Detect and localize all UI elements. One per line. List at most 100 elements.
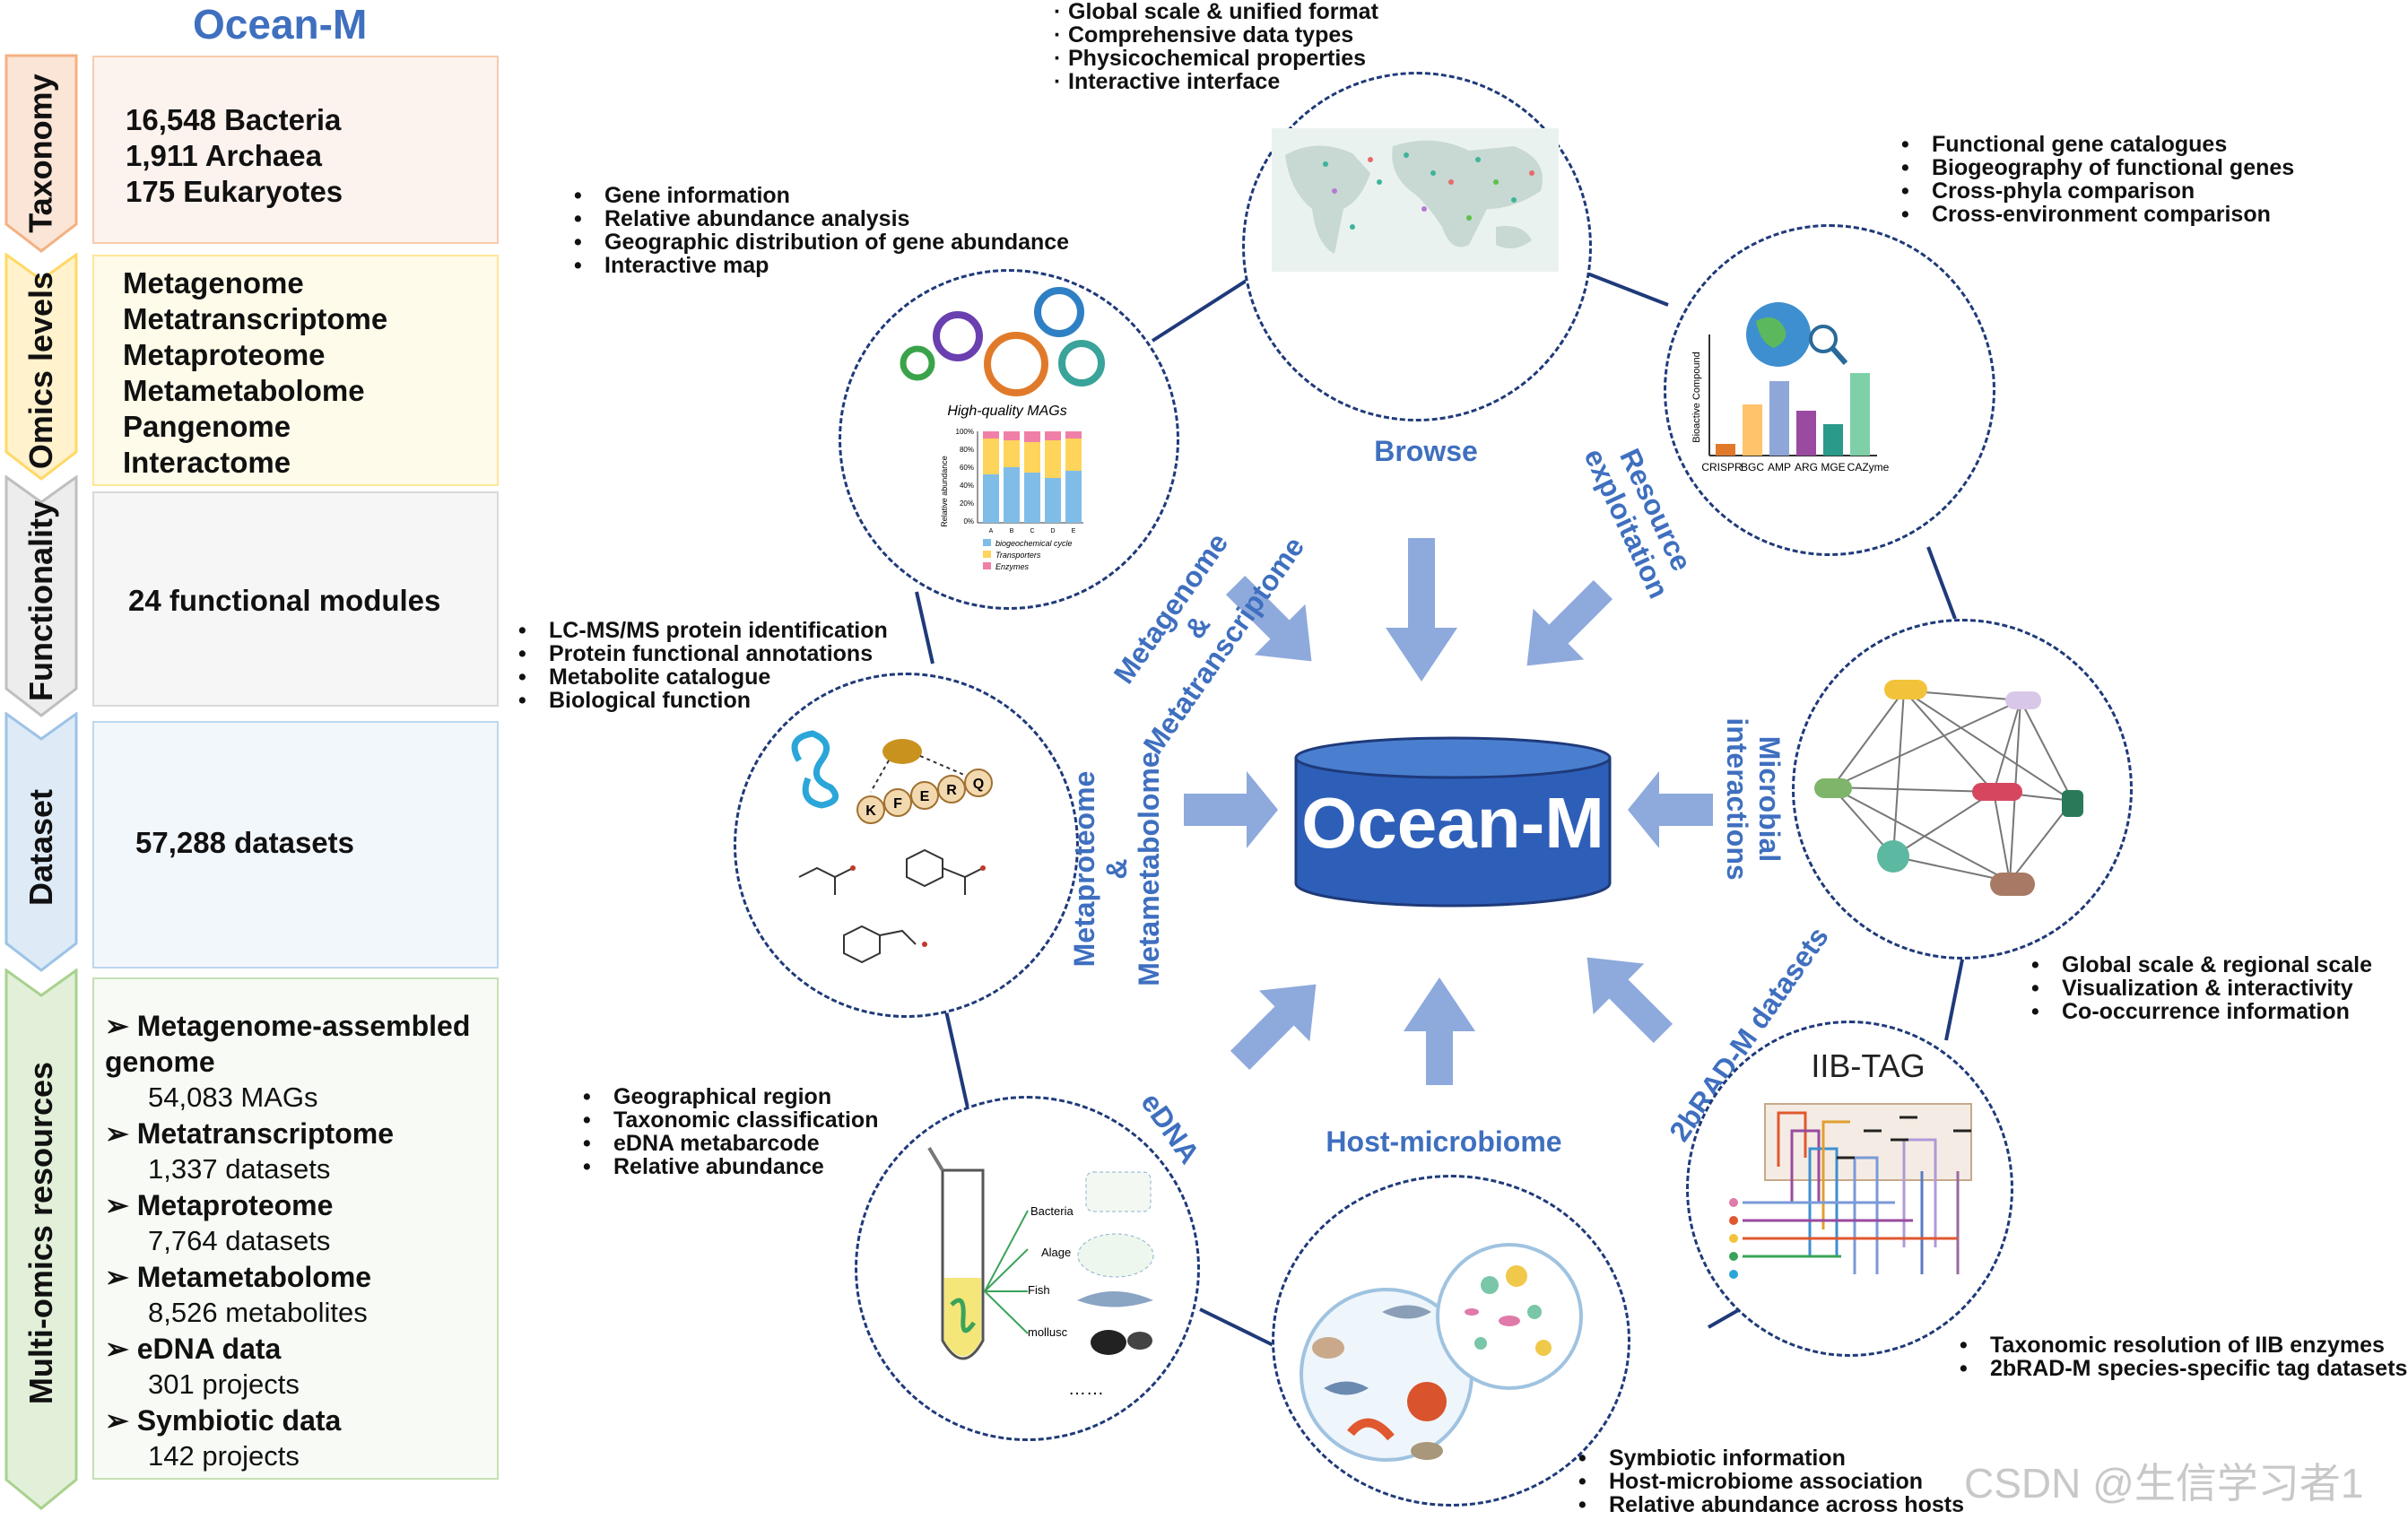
host-label: Host-microbiome <box>1326 1125 1562 1158</box>
watermark: CSDN @生信学习者1 <box>1964 1460 2364 1507</box>
microbial-circle <box>1792 619 2133 960</box>
svg-text:Fish: Fish <box>1028 1283 1050 1297</box>
svg-text:BGC: BGC <box>1741 461 1764 473</box>
world-map-icon <box>1272 128 1559 272</box>
omics-line: Interactome <box>123 446 291 479</box>
resource-bullets: Functional gene catalogues Biogeography … <box>1901 133 2294 226</box>
bar-crispr <box>1716 444 1735 456</box>
protein-metabolite-icon: K F E R Q <box>791 730 993 964</box>
iib-title: IIB-TAG <box>1811 1047 1925 1084</box>
ocean-database-icon <box>1294 736 1612 908</box>
iib-tag-chart: IIB-TAG <box>1729 1047 1972 1279</box>
edna-circle: Bacteria Alage Fish mollusc …… <box>855 1096 1200 1441</box>
dataset-line: 57,288 datasets <box>135 826 355 859</box>
multiomics-item: ➢ eDNA data <box>105 1333 282 1365</box>
browse-bullets: Global scale & unified format Comprehens… <box>1054 0 1378 93</box>
multiomics-item: ➢ Metatranscriptome <box>105 1117 394 1150</box>
svg-text:20%: 20% <box>960 499 974 508</box>
functionality-chevron <box>4 475 78 717</box>
svg-text:Alage: Alage <box>1041 1246 1071 1259</box>
browse-circle <box>1242 72 1592 421</box>
resource-circle: Bioactive Compound CRISPR BGC AMP ARG MG… <box>1664 224 1995 556</box>
svg-text:Q: Q <box>973 777 984 792</box>
arrow-metagenome <box>1225 575 1312 662</box>
omics-line: Metagenome <box>123 266 304 300</box>
mags-bars <box>983 431 1082 523</box>
edna-bullets: Geographical region Taxonomic classifica… <box>583 1085 878 1178</box>
omics-line: Metatranscriptome <box>123 302 388 335</box>
twobrad-bullets: Taxonomic resolution of IIB enzymes 2bRA… <box>1960 1333 2407 1380</box>
multiomics-item: ➢ Metametabolome <box>105 1261 372 1293</box>
bar-cazyme <box>1850 373 1870 456</box>
proteome-circle: K F E R Q <box>734 673 1079 1018</box>
svg-text:A: A <box>989 528 994 534</box>
microbial-label: Microbial interactions <box>1721 717 1786 881</box>
svg-text:K: K <box>865 803 876 819</box>
multiomics-value: 1,337 datasets <box>148 1153 331 1185</box>
network-icon <box>1814 680 2083 896</box>
bar-mge <box>1823 424 1843 456</box>
edna-tube-icon: Bacteria Alage Fish mollusc …… <box>927 1146 1154 1399</box>
host-circle <box>1272 1175 1630 1507</box>
multiomics-item: ➢ Metaproteome <box>105 1189 334 1221</box>
svg-text:CRISPR: CRISPR <box>1701 461 1743 473</box>
proteome-label: Metaproteome & Metametabolome <box>1068 751 1165 986</box>
proteome-bullets: LC-MS/MS protein identification Protein … <box>518 619 888 712</box>
arrow-proteome <box>1184 771 1278 848</box>
arrow-host <box>1404 977 1475 1085</box>
svg-text:B: B <box>1010 528 1014 534</box>
svg-text:80%: 80% <box>960 446 974 454</box>
taxonomy-chevron <box>4 54 78 253</box>
multiomics-item: ➢ Metagenome-assembled genome <box>105 1010 471 1078</box>
svg-text:60%: 60% <box>960 464 974 472</box>
multiomics-list: ➢ Metagenome-assembled genome 54,083 MAG… <box>105 1008 500 1474</box>
multiomics-item: ➢ Symbiotic data <box>105 1404 342 1437</box>
multiomics-chevron <box>4 968 78 1511</box>
svg-text:R: R <box>946 783 957 798</box>
omics-line: Metametabolome <box>123 374 365 407</box>
functionality-line: 24 functional modules <box>128 584 441 617</box>
mags-yticks: 100% 80% 60% 40% 20% 0% <box>956 428 974 525</box>
arrow-edna <box>1230 984 1317 1071</box>
omics-line: Pangenome <box>123 410 291 443</box>
peptide-chain: K F E R Q <box>856 769 993 824</box>
svg-text:ARG: ARG <box>1795 461 1818 473</box>
multiomics-value: 301 projects <box>148 1368 300 1400</box>
multiomics-box: ➢ Metagenome-assembled genome 54,083 MAG… <box>92 977 499 1480</box>
svg-text:CAZyme: CAZyme <box>1847 461 1890 473</box>
omics-box: Metagenome Metatranscriptome Metaproteom… <box>92 255 499 486</box>
taxonomy-box: 16,548 Bacteria 1,911 Archaea 175 Eukary… <box>92 56 499 244</box>
edna-taxa: Bacteria Alage Fish mollusc …… <box>1028 1204 1104 1399</box>
svg-text:Enzymes: Enzymes <box>995 562 1030 571</box>
bioactive-xticks: CRISPR BGC AMP ARG MGE CAZyme <box>1701 461 1889 473</box>
mags-chart: High-quality MAGs Relative abundance 100… <box>900 287 1105 571</box>
mags-xticks: A B C D E <box>989 528 1076 534</box>
host-microbiome-icon <box>1300 1243 1583 1462</box>
bar-arg <box>1796 411 1816 456</box>
svg-text:0%: 0% <box>963 517 974 525</box>
svg-text:E: E <box>1072 528 1076 534</box>
bar-amp <box>1769 381 1789 456</box>
mags-legend: biogeochemical cycle Transporters Enzyme… <box>983 539 1073 571</box>
molecule-drawings <box>798 848 984 964</box>
svg-text:D: D <box>1050 528 1055 534</box>
omics-line: Metaproteome <box>123 338 326 371</box>
taxonomy-line: 16,548 Bacteria <box>126 103 342 136</box>
microbial-bullets: Global scale & regional scale Visualizat… <box>2031 953 2372 1023</box>
multiomics-value: 7,764 datasets <box>148 1225 331 1256</box>
multiomics-value: 54,083 MAGs <box>148 1081 318 1113</box>
dataset-box: 57,288 datasets <box>92 721 499 968</box>
svg-text:……: …… <box>1068 1379 1104 1399</box>
mags-title: High-quality MAGs <box>947 404 1066 419</box>
svg-text:Transporters: Transporters <box>995 551 1041 560</box>
svg-text:mollusc: mollusc <box>1028 1325 1068 1339</box>
svg-text:Bacteria: Bacteria <box>1030 1204 1074 1218</box>
center-title: Ocean-M <box>1301 783 1604 863</box>
arrow-2brad <box>1586 957 1673 1044</box>
multiomics-value: 142 projects <box>148 1440 300 1472</box>
omics-chevron <box>4 253 78 481</box>
metagenome-circle: High-quality MAGs Relative abundance 100… <box>839 269 1179 610</box>
left-title: Ocean-M <box>193 1 368 48</box>
twobrad-circle: IIB-TAG <box>1686 1021 2013 1357</box>
